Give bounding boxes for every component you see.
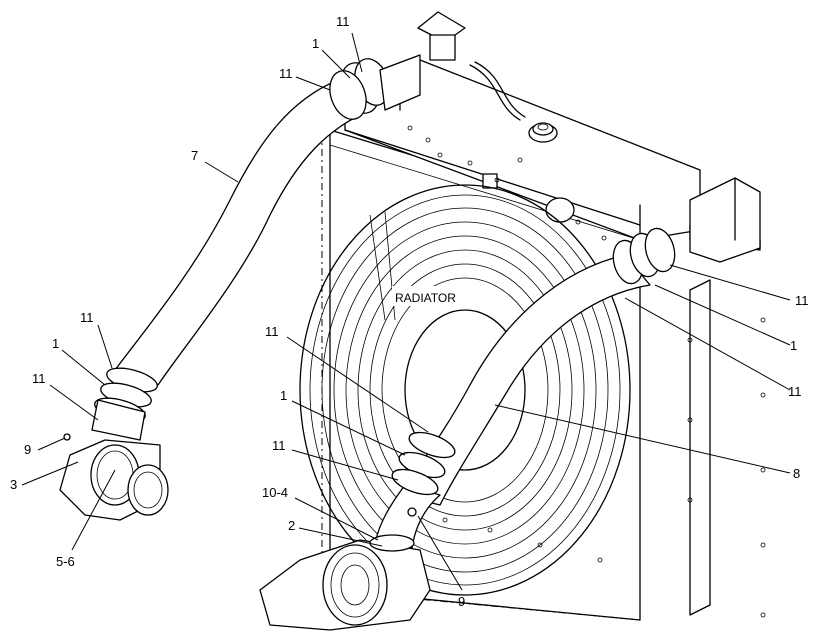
callout-7: 7: [191, 148, 198, 163]
water-pump-housing: [259, 507, 431, 631]
outlet-elbow: [689, 177, 761, 263]
lower-right-clamp-stack: [391, 431, 456, 496]
callout-11-right-lower: 11: [788, 384, 802, 399]
inlet-hose-7: [114, 79, 361, 386]
radiator-label: RADIATOR: [395, 291, 456, 305]
callout-1-center: 1: [280, 388, 287, 403]
callout-9-bottom: 9: [458, 594, 465, 609]
callout-9-left: 9: [24, 442, 31, 457]
callout-3: 3: [10, 477, 17, 492]
callout-leaders: [21, 32, 791, 591]
callout-11-left-lower: 11: [32, 371, 46, 386]
callout-10-4: 10-4: [262, 485, 288, 500]
callout-1-right: 1: [790, 338, 797, 353]
callout-2: 2: [288, 518, 295, 533]
top-bracket: [417, 11, 466, 61]
callout-1-top: 1: [312, 36, 319, 51]
lower-left-clamp-stack: [91, 367, 158, 441]
mounting-bolts: [407, 125, 766, 618]
overflow-tube: [469, 61, 526, 121]
callout-8: 8: [793, 466, 800, 481]
callout-11-right-upper: 11: [795, 293, 809, 308]
callout-11-left-upper: 11: [80, 310, 94, 325]
upper-left-clamp-stack: [329, 54, 421, 120]
callout-11-center-upper: 11: [265, 324, 279, 339]
left-housing: [59, 433, 169, 521]
radiator-side-bracket: [689, 224, 761, 616]
callout-11-top-right: 11: [336, 14, 350, 29]
callout-11-center-lower: 11: [272, 438, 286, 453]
callout-5-6: 5-6: [56, 554, 75, 569]
callout-1-left: 1: [52, 336, 59, 351]
filler-cap: [528, 122, 558, 143]
callout-11-top-left: 11: [279, 66, 293, 81]
upper-right-clamp-stack: [612, 227, 676, 285]
radiator-fitting: [482, 173, 575, 223]
